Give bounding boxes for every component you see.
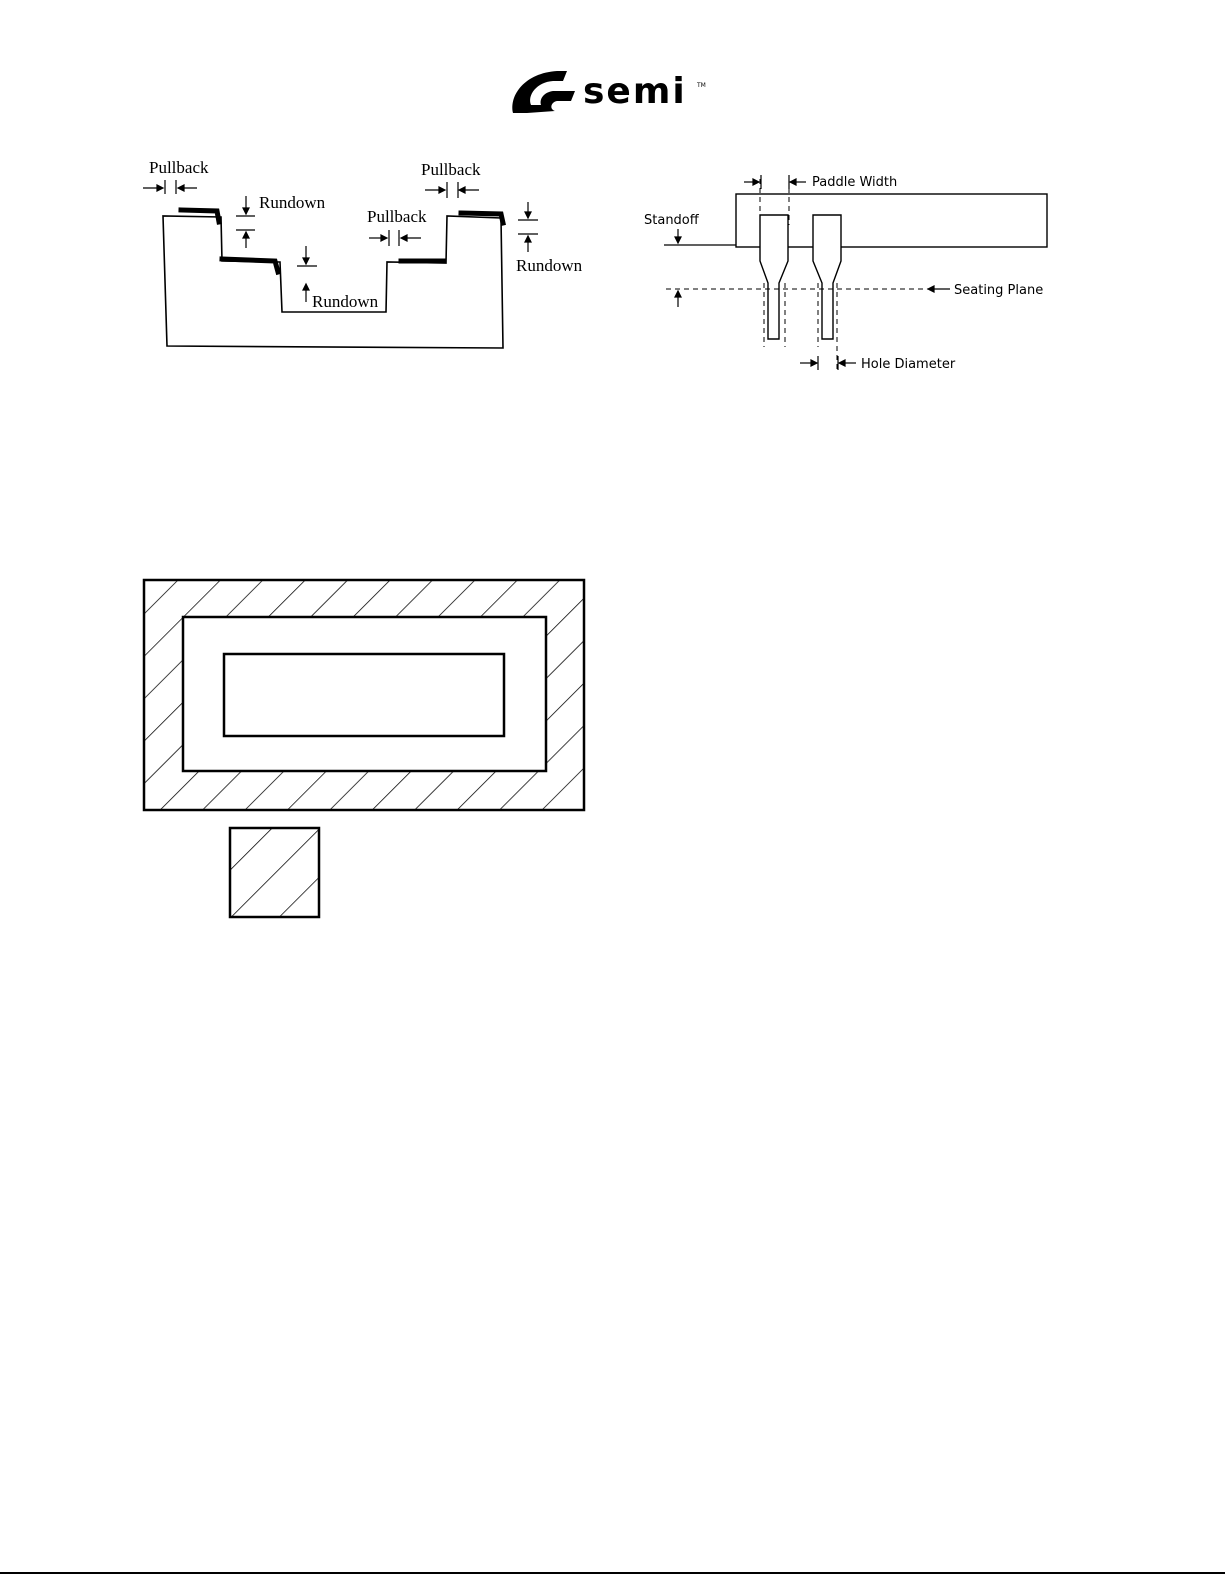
seating-plane-arrow	[928, 286, 950, 292]
rundown-arrows-right	[518, 202, 538, 252]
pullback-arrows-right-mid	[369, 230, 421, 246]
pullback-label-right-mid: Pullback	[367, 207, 427, 226]
paddle-width-label: Paddle Width	[812, 175, 897, 190]
pullback-arrows-right-top	[425, 182, 479, 198]
pullback-arrows-left	[143, 180, 197, 194]
seating-plane-label: Seating Plane	[954, 283, 1043, 298]
pullback-label-right-top: Pullback	[421, 160, 481, 179]
plating-layers	[181, 210, 503, 272]
logo-wordmark: semi	[583, 71, 687, 112]
standoff-arrows	[675, 229, 681, 307]
semi-swoosh-icon: semi TM	[505, 65, 715, 120]
inner-pad	[224, 654, 504, 736]
substrate-outline	[163, 216, 503, 348]
rundown-label-upper: Rundown	[259, 193, 326, 212]
hole-diameter-label: Hole Diameter	[861, 357, 956, 372]
hatched-frame-figure	[140, 575, 590, 925]
plating-mid-left	[222, 259, 278, 272]
page-bottom-rule	[0, 1572, 1225, 1574]
standoff-label: Standoff	[644, 213, 700, 228]
pullback-label-left: Pullback	[149, 158, 209, 177]
plating-cross-section-figure: Pullback Rundown Rundown Pullback Pullba…	[135, 150, 605, 360]
rundown-arrows-upper	[236, 196, 255, 248]
dashed-guides	[666, 179, 930, 370]
paddle-width-arrows	[744, 175, 806, 189]
standoff-figure: Paddle Width Standoff Seating Plane Hole…	[640, 165, 1060, 410]
logo-trademark: TM	[696, 82, 706, 89]
hatch-legend-swatch	[230, 828, 319, 917]
semi-logo: semi TM	[505, 65, 715, 120]
rundown-label-right: Rundown	[516, 256, 583, 275]
hole-diameter-arrows	[800, 356, 856, 370]
rundown-label-center: Rundown	[312, 292, 379, 311]
